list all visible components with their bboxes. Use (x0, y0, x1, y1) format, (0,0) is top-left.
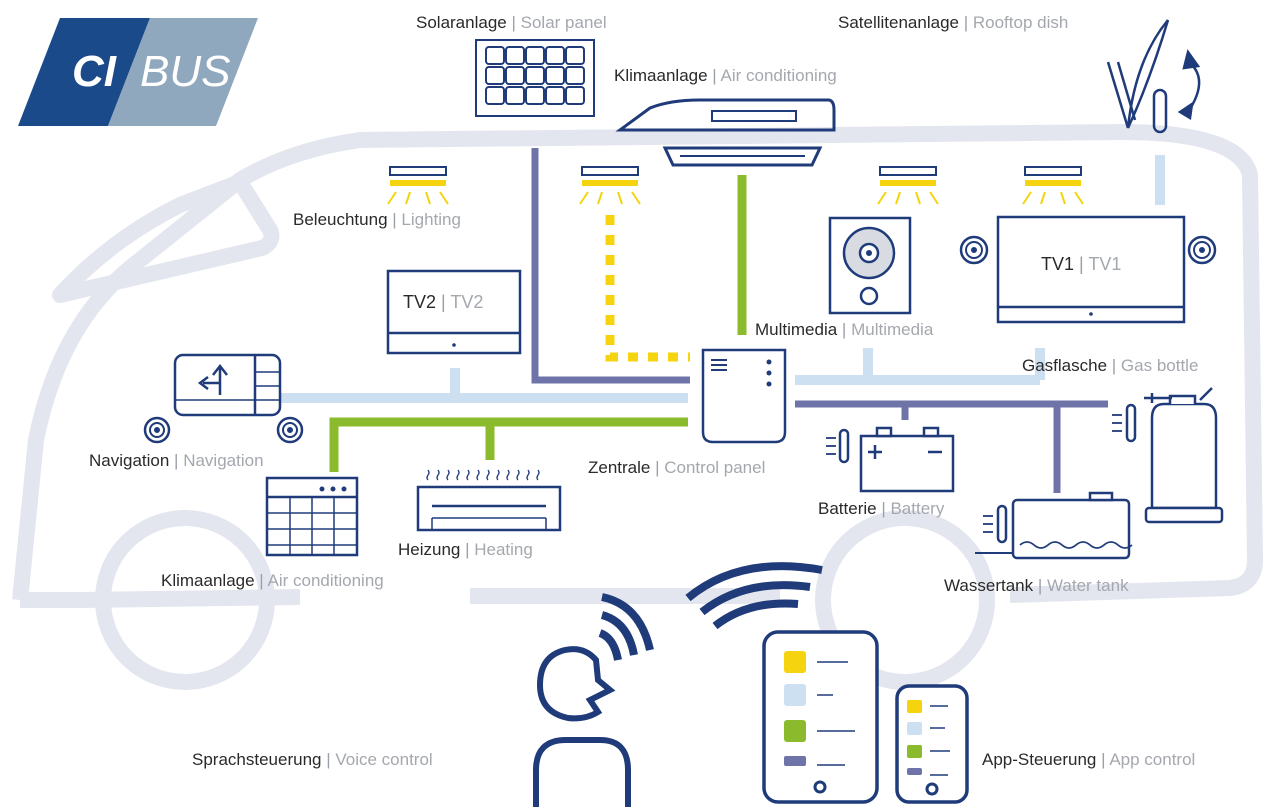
solar-panel-icon (475, 39, 595, 117)
multimedia-speaker-icon (828, 216, 912, 315)
satellite-dish-icon (1106, 19, 1201, 134)
label-tv1: TV1 | TV1 (1041, 254, 1122, 274)
label-lighting: Beleuchtung | Lighting (293, 210, 461, 229)
cibus-logo (18, 18, 258, 126)
logo-text-ci: CI (72, 47, 116, 96)
label-heating: Heizung | Heating (398, 540, 533, 559)
gas-bottle-icon (1112, 387, 1224, 524)
label-solar: Solaranlage | Solar panel (416, 13, 607, 32)
label-navigation: Navigation | Navigation (89, 451, 264, 470)
tv2-icon (386, 269, 522, 355)
navigation-speaker-left-icon (143, 416, 171, 444)
label-tv2: TV2 | TV2 (403, 292, 484, 312)
floor-air-conditioner-icon (265, 476, 359, 557)
phone-app-icon (895, 684, 969, 804)
label-floor-ac: Klimaanlage | Air conditioning (161, 571, 384, 590)
control-panel-icon (701, 348, 787, 444)
light-icon-2 (579, 166, 641, 205)
tv1-speaker-left-icon (959, 235, 989, 265)
roof-air-conditioner-icon (615, 98, 836, 167)
label-app-control: App-Steuerung | App control (982, 750, 1196, 769)
navigation-device-icon (173, 353, 282, 417)
logo-text-bus: BUS (140, 47, 231, 96)
battery-icon (826, 426, 955, 493)
light-icon-4 (1022, 166, 1084, 205)
tablet-app-icon (762, 630, 879, 804)
voice-control-person-icon (533, 646, 631, 807)
light-icon-1 (387, 166, 449, 205)
light-icon-3 (877, 166, 939, 205)
navigation-speaker-right-icon (276, 416, 304, 444)
water-tank-icon (975, 491, 1133, 560)
label-voice-control: Sprachsteuerung | Voice control (192, 750, 433, 769)
connections (265, 148, 1165, 493)
label-roof-ac: Klimaanlage | Air conditioning (614, 66, 837, 85)
label-gas: Gasflasche | Gas bottle (1022, 356, 1199, 375)
label-control-panel: Zentrale | Control panel (588, 458, 766, 477)
label-satellite: Satellitenanlage | Rooftop dish (838, 13, 1069, 32)
heater-icon (416, 469, 562, 532)
label-battery: Batterie | Battery (818, 499, 945, 518)
label-water-tank: Wassertank | Water tank (944, 576, 1129, 595)
tv1-icon (996, 215, 1186, 324)
ceiling-lights (387, 166, 1084, 205)
voice-waves-icon (598, 562, 823, 661)
label-multimedia: Multimedia | Multimedia (755, 320, 934, 339)
tv1-speaker-right-icon (1187, 235, 1217, 265)
